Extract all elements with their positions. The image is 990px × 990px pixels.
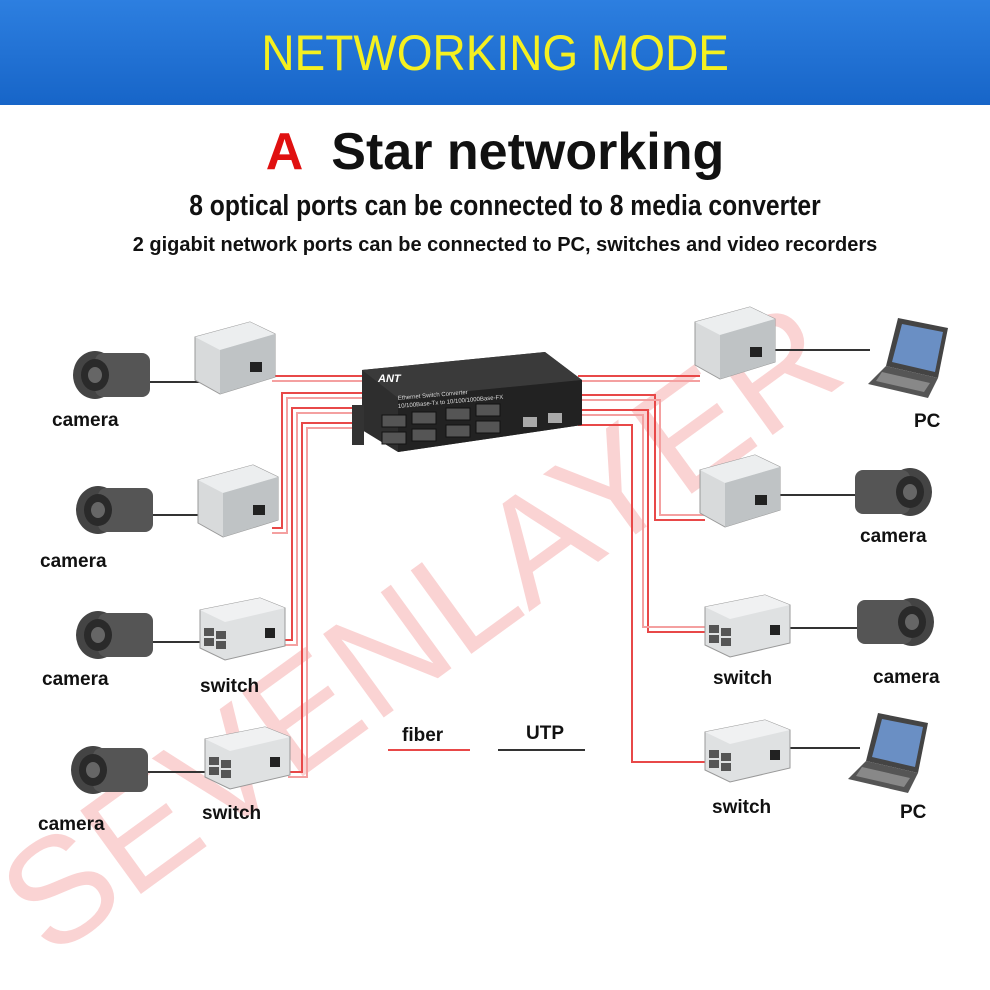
legend-utp-label: UTP [526,723,564,744]
fiber-link [288,422,362,773]
camera-icon [857,598,934,646]
fiber-links [272,375,710,778]
subtitle: 8 optical ports can be connected to 8 me… [189,190,821,222]
media-converter-icon [194,321,276,395]
description: 2 gigabit network ports can be connected… [132,234,878,256]
camera-icon [71,746,148,794]
page-title: A Star networking [0,122,990,182]
switch-icon [704,719,791,783]
switch-label: switch [713,668,772,689]
camera-icon [76,611,153,659]
device-brand: ANT [377,373,402,385]
legend-fiber-label: fiber [402,725,444,746]
media-converter-icon [197,464,279,538]
utp-links [145,349,870,773]
title-letter: A [265,123,304,181]
switch-icon [704,594,791,658]
switch-label: switch [200,676,259,697]
camera-icon [73,351,150,399]
camera-label: camera [38,814,105,835]
camera-label: camera [873,667,940,688]
switch-label: switch [202,803,261,824]
fiber-link [578,394,705,521]
camera-label: camera [40,551,107,572]
fiber-link [578,409,710,633]
fiber-link [272,392,362,529]
central-switch-converter: ANT Ethernet Switch Converter 10/100Base… [352,352,582,452]
title-text: Star networking [331,123,725,181]
camera-icon [76,486,153,534]
pc-label: PC [900,802,927,823]
camera-label: camera [860,526,927,547]
camera-icon [855,468,932,516]
pc-icon [848,713,928,793]
legend: fiber UTP [388,723,585,751]
pc-label: PC [914,411,941,432]
pc-icon [868,318,948,398]
switch-label: switch [712,797,771,818]
fiber-link [283,407,362,641]
fiber-link [578,424,710,763]
banner-title: NETWORKING MODE [261,24,729,81]
camera-label: camera [42,669,109,690]
banner: NETWORKING MODE [0,0,990,105]
camera-label: camera [52,410,119,431]
